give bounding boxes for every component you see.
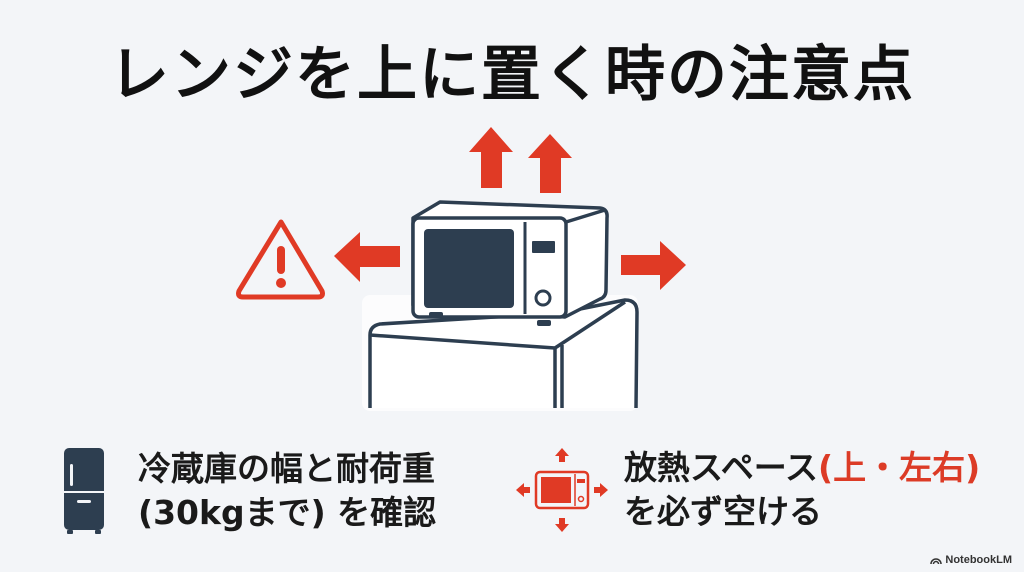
feature-heat-space: 放熱スペース(上・左右) を必ず空ける (514, 446, 980, 534)
arrow-up-icon (469, 127, 572, 193)
page-title: レンジを上に置く時の注意点 (109, 40, 915, 110)
feature-line: 放熱スペース (624, 448, 819, 487)
brand-footer: NotebookLM (930, 554, 1012, 566)
arrow-left-icon (334, 232, 400, 282)
refrigerator-icon (368, 298, 639, 409)
feature-accent: (上・左右) (818, 448, 981, 487)
microwave-icon (411, 200, 609, 326)
arrow-right-icon (621, 241, 686, 290)
notebooklm-logo-icon (930, 558, 943, 565)
warning-triangle-icon (236, 219, 325, 300)
brand-label: NotebookLM (945, 554, 1012, 566)
refrigerator-icon (64, 448, 104, 534)
feature-line: (30kgまで) を確認 (138, 493, 437, 532)
feature-line: を必ず空ける (624, 492, 822, 531)
microwave-heat-space-icon (516, 448, 608, 532)
feature-line: 冷蔵庫の幅と耐荷重 (138, 449, 435, 488)
feature-fridge-capacity: 冷蔵庫の幅と耐荷重 (30kgまで) を確認 (62, 446, 436, 536)
